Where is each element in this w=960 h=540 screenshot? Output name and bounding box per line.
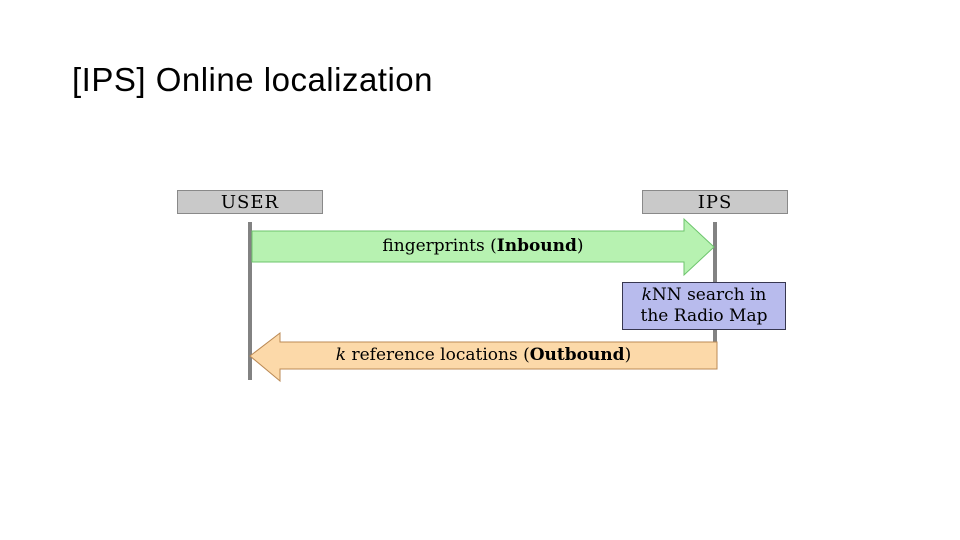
knn-line1-rest: NN search in: [651, 285, 767, 305]
outbound-label-emphasis: Outbound: [529, 345, 625, 365]
inbound-arrow: [251, 217, 715, 277]
knn-line2-text: the Radio Map: [640, 306, 768, 326]
inbound-message-label: fingerprints (Inbound): [252, 236, 714, 256]
user-lifeline: [248, 222, 252, 380]
actor-box-ips: IPS: [642, 190, 788, 214]
inbound-label-emphasis: Inbound: [496, 236, 577, 256]
actor-ips-label: IPS: [697, 191, 733, 213]
outbound-message-label: k reference locations (Outbound): [250, 345, 717, 365]
outbound-label-k: k: [335, 345, 347, 365]
knn-process-line2: the Radio Map: [641, 306, 768, 327]
actor-user-label: USER: [220, 191, 280, 213]
outbound-arrow: [249, 331, 718, 383]
inbound-label-pre: fingerprints (: [382, 236, 497, 256]
knn-k-italic: k: [641, 285, 652, 305]
slide-title: [IPS] Online localization: [72, 61, 434, 98]
actor-box-user: USER: [177, 190, 323, 214]
outbound-label-post: ): [624, 345, 632, 365]
outbound-label-pre: reference locations (: [346, 345, 530, 365]
inbound-label-post: ): [576, 236, 584, 256]
knn-process-line1: kNN search in: [642, 285, 767, 306]
knn-process-box: kNN search in the Radio Map: [622, 282, 786, 330]
